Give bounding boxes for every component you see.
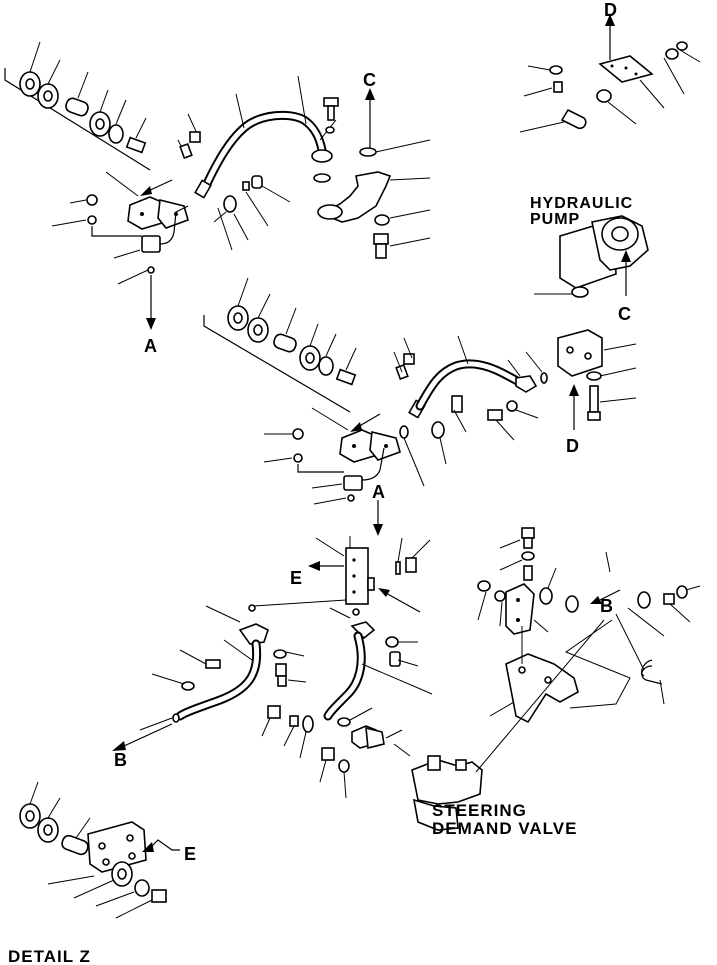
hose-end	[311, 149, 333, 163]
ref-c-pump: C	[618, 304, 631, 324]
ref-e-middle: E	[290, 568, 302, 588]
elbow-block	[141, 235, 161, 253]
ref-e-detail: E	[184, 844, 196, 864]
ref-d-block: D	[566, 436, 579, 456]
detail-z-assembly	[19, 781, 180, 919]
ref-a-upper: A	[144, 336, 157, 356]
ref-d-top: D	[604, 0, 617, 20]
upper-left-assembly	[4, 41, 431, 330]
fitting	[86, 194, 98, 206]
spacer	[65, 97, 89, 117]
bracket	[505, 583, 535, 635]
elbow-fitting	[326, 171, 392, 223]
ref-b-right: B	[600, 596, 613, 616]
pump-label: PUMP	[530, 211, 580, 228]
lower-center-assembly	[112, 536, 433, 799]
steering-demand-valve	[411, 759, 483, 805]
ref-b-left: B	[114, 750, 127, 770]
hydraulic-label: HYDRAULIC	[530, 195, 633, 212]
ref-a-middle: A	[372, 482, 385, 502]
bolt	[125, 136, 147, 154]
ref-c-top: C	[363, 70, 376, 90]
demand-valve-label: DEMAND VALVE	[432, 819, 578, 838]
tee-block	[345, 547, 369, 605]
lower-right-assembly	[393, 527, 701, 831]
detail-z-label: DETAIL Z	[8, 947, 91, 965]
middle-assembly	[203, 277, 548, 536]
steering-label: STEERING	[432, 801, 527, 820]
upper-right-assembly	[519, 14, 701, 430]
manifold-block	[557, 329, 603, 377]
